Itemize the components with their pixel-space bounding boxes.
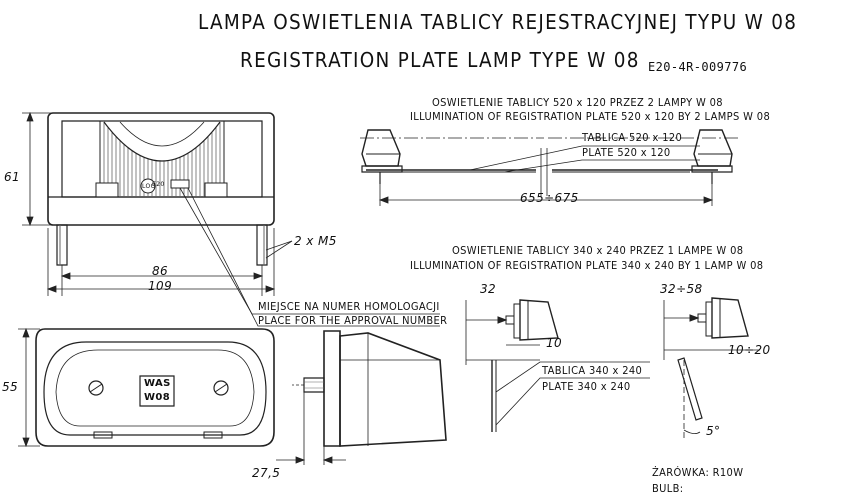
plate-520-label-pl: TABLICA 520 x 120 [582, 131, 683, 144]
two-lamps-caption-pl: OSWIETLENIE TABLICY 520 x 120 PRZEZ 2 LA… [432, 96, 723, 109]
two-lamps-caption-en: ILLUMINATION OF REGISTRATION PLATE 520 x… [410, 110, 771, 123]
two-lamps-distance: 655÷675 [520, 191, 579, 205]
small-mark-e20: E20 [152, 181, 165, 188]
title-english: REGISTRATION PLATE LAMP TYPE W 08 [240, 48, 640, 72]
bulb-label-en: BULB: [652, 482, 684, 495]
title-polish: LAMPA OSWIETLENIA TABLICY REJESTRACYJNEJ… [198, 10, 798, 34]
approval-place-pl: MIEJSCE NA NUMER HOMOLOGACJI [258, 300, 440, 313]
two-lamps-dimensions [380, 146, 712, 206]
dim-32: 32 [480, 282, 497, 296]
dim-height-61: 61 [4, 170, 21, 184]
dim-height-55: 55 [2, 380, 19, 394]
dim-32-58: 32÷58 [660, 282, 703, 296]
side-view-dimensions [276, 392, 346, 465]
one-lamp-caption-en: ILLUMINATION OF REGISTRATION PLATE 340 x… [410, 259, 764, 272]
bottom-view-dimensions [18, 329, 40, 446]
dim-10-20: 10÷20 [728, 343, 771, 357]
approval-place-en: PLACE FOR THE APPROVAL NUMBER [258, 314, 448, 327]
marking-w08: W08 [144, 392, 171, 403]
side-view-lamp [292, 331, 446, 446]
marking-was: WAS [144, 378, 171, 389]
dim-width-86: 86 [152, 264, 169, 278]
dim-10: 10 [546, 336, 563, 350]
one-lamp-layout-b [664, 298, 760, 440]
small-mark-loo: LOO [142, 183, 156, 190]
plate-520-label-en: PLATE 520 x 120 [582, 146, 671, 159]
front-view-dimensions [22, 113, 440, 326]
approval-code: E20-4R-009776 [648, 60, 748, 74]
front-view-lamp [48, 113, 274, 265]
dim-width-109: 109 [148, 279, 173, 293]
dim-depth-27-5: 27,5 [252, 466, 281, 480]
tilt-angle: 5° [706, 424, 721, 438]
bottom-view-lamp [36, 329, 274, 446]
one-lamp-layout-a [466, 300, 650, 432]
two-lamps-layout [360, 130, 740, 196]
plate-340-label-en: PLATE 340 x 240 [542, 380, 631, 393]
one-lamp-caption-pl: OSWIETLENIE TABLICY 340 x 240 PRZEZ 1 LA… [452, 244, 744, 257]
dim-bolts-m5: 2 x M5 [294, 234, 337, 248]
bulb-label-pl: ŻARÓWKA: R10W [652, 466, 744, 479]
plate-340-label-pl: TABLICA 340 x 240 [542, 364, 643, 377]
